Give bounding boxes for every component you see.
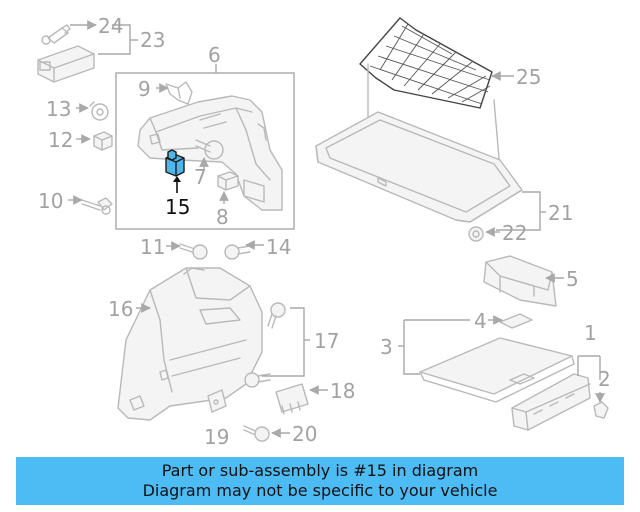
callout-2: 2 <box>598 367 611 391</box>
parts-diagram: 24 23 6 9 13 12 7 15 8 10 11 14 16 17 18… <box>37 14 611 449</box>
leader-3 <box>403 319 470 375</box>
callout-17: 17 <box>314 329 339 353</box>
callout-10: 10 <box>38 189 63 213</box>
part-22-clip <box>468 226 484 242</box>
part-14-screw <box>224 244 251 260</box>
callout-4: 4 <box>474 309 487 333</box>
part-23-lamp-housing <box>37 45 95 83</box>
part-21-cargo-cover <box>315 111 523 223</box>
leader-1 <box>577 355 600 376</box>
callout-6: 6 <box>208 43 221 67</box>
callout-12: 12 <box>48 128 73 152</box>
callout-23: 23 <box>140 28 165 52</box>
callout-9: 9 <box>138 77 151 101</box>
part-10-bolt <box>81 197 113 215</box>
part-12-nut <box>93 131 113 151</box>
part-7-screw <box>195 139 224 160</box>
callout-19: 19 <box>204 425 229 449</box>
info-banner: Part or sub-assembly is #15 in diagram D… <box>16 457 624 505</box>
part-19-cover <box>207 389 227 413</box>
callout-20: 20 <box>292 422 317 446</box>
callout-22: 22 <box>502 221 527 245</box>
callout-16: 16 <box>108 297 133 321</box>
callout-13: 13 <box>46 97 71 121</box>
part-4-pad <box>499 313 533 329</box>
part-15-highlighted <box>165 149 185 177</box>
banner-line-1: Part or sub-assembly is #15 in diagram <box>161 461 479 480</box>
leader-21 <box>496 191 541 231</box>
part-16-side-trim <box>117 267 263 421</box>
part-9-bracket <box>165 81 193 105</box>
callout-14: 14 <box>266 235 291 259</box>
callout-25: 25 <box>516 65 541 89</box>
callout-24: 24 <box>98 14 123 38</box>
arrowhead-15 <box>173 176 181 182</box>
part-24-bulb <box>41 24 71 45</box>
callout-18: 18 <box>330 379 355 403</box>
part-25-cargo-net <box>359 17 501 171</box>
part-8-clip <box>217 171 239 191</box>
part-11-screw <box>179 243 208 260</box>
part-2-clip <box>593 401 609 419</box>
part-5-bracket <box>483 255 557 307</box>
part-20-screw <box>243 425 270 442</box>
banner-line-2: Diagram may not be specific to your vehi… <box>142 481 498 500</box>
callout-15: 15 <box>165 195 190 219</box>
part-1-sill-plate <box>511 373 591 431</box>
part-3-cargo-floor <box>419 337 575 403</box>
callout-3: 3 <box>380 335 393 359</box>
part-13-clip <box>89 101 109 121</box>
callout-5: 5 <box>566 267 579 291</box>
callout-11: 11 <box>140 235 165 259</box>
callout-1: 1 <box>584 321 597 345</box>
callout-7: 7 <box>194 165 207 189</box>
assembly-6-box <box>115 72 295 230</box>
part-18-strip <box>275 383 309 415</box>
callout-8: 8 <box>216 205 229 229</box>
part-17-fasteners <box>244 302 286 388</box>
callout-21: 21 <box>548 201 573 225</box>
leader-17 <box>262 307 305 377</box>
